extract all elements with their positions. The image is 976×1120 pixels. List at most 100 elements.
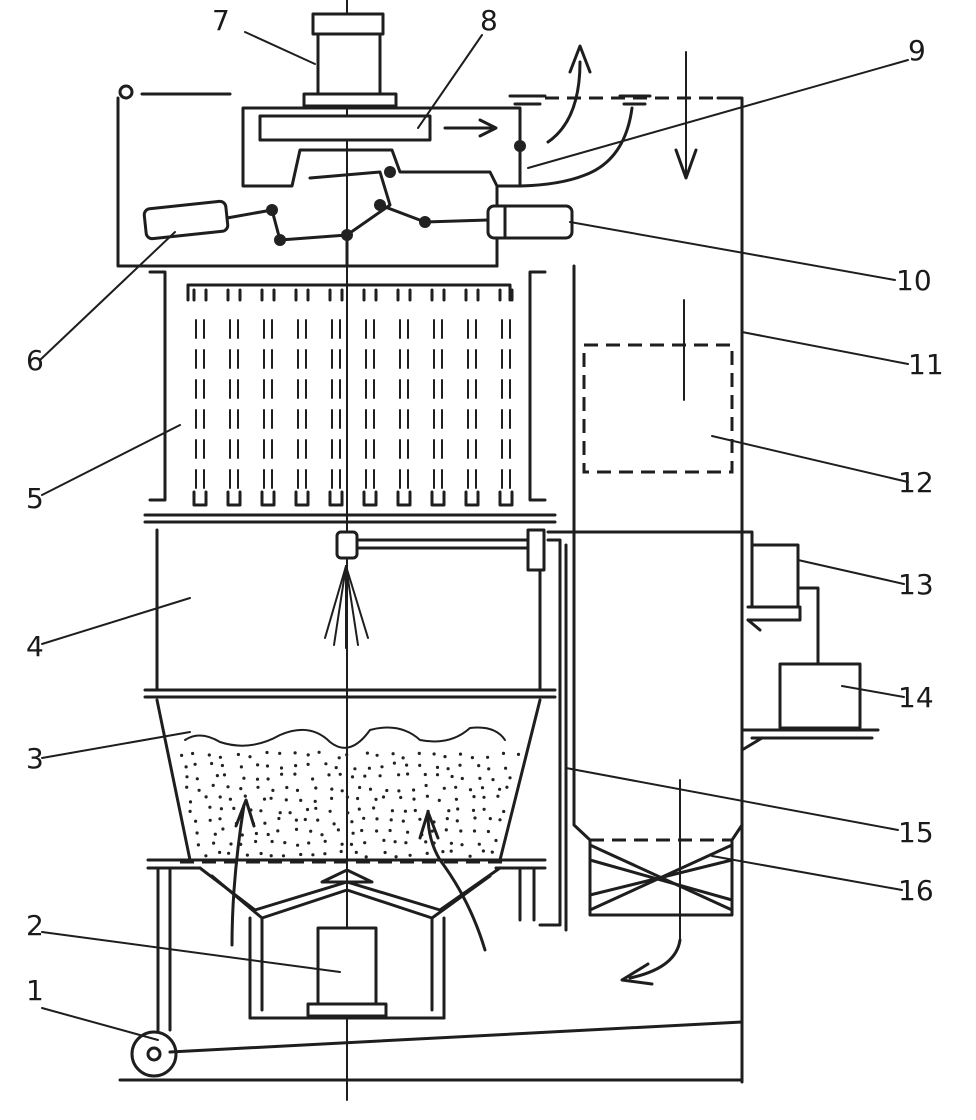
bed-particle: [323, 839, 327, 843]
bed-particle: [494, 838, 498, 843]
bed-particle: [218, 817, 222, 821]
bed-particle: [195, 777, 199, 781]
bed-particle: [306, 762, 310, 767]
bed-particle: [417, 751, 421, 756]
filter-bag-segment: [501, 409, 511, 429]
bed-particle: [236, 752, 240, 757]
filter-bags: [192, 288, 514, 507]
filter-bag-top: [294, 288, 310, 302]
bed-particle: [458, 763, 462, 767]
exhaust-arrows: [518, 44, 698, 188]
bed-particle: [210, 761, 214, 766]
filter-bag-segment: [263, 379, 273, 399]
base-assembly: [118, 858, 744, 1082]
bed-particle: [375, 829, 379, 833]
bed-particle: [351, 831, 355, 835]
filter-bag-segment: [229, 439, 239, 459]
cyclone-12: [582, 299, 734, 474]
bed-particle: [357, 807, 361, 811]
bed-particle: [354, 850, 358, 855]
filter-bag-segment: [399, 409, 409, 429]
bed-particle: [262, 797, 267, 801]
bed-particle: [254, 839, 258, 844]
bed-particle: [277, 816, 281, 821]
bed-particle: [381, 795, 386, 799]
bed-particle: [516, 752, 521, 757]
filter-bag-segment: [365, 319, 375, 339]
bed-particle: [188, 809, 192, 814]
filter-bag-segment: [365, 349, 375, 369]
bed-particle: [271, 788, 275, 793]
filter-bag-segment: [195, 469, 205, 489]
filter-bag-segment: [331, 319, 341, 339]
bed-particle: [283, 841, 287, 845]
filter-bag-bottom: [328, 490, 344, 507]
bed-particle: [276, 829, 280, 833]
bed-particle: [208, 818, 212, 822]
bed-particle: [299, 852, 303, 857]
bed-particle: [280, 772, 284, 776]
bed-particle: [360, 828, 364, 833]
bed-particle: [240, 833, 244, 837]
bed-particle: [401, 756, 405, 760]
label-1: 1: [26, 974, 44, 1007]
filter-bag-segment: [195, 349, 205, 369]
bed-particle: [437, 798, 441, 803]
tank: [740, 662, 880, 752]
bed-particle: [454, 785, 458, 789]
filter-bag-segment: [365, 469, 375, 489]
bed-particle: [254, 831, 258, 836]
bed-particle: [255, 777, 260, 781]
bed-particle: [185, 775, 189, 779]
spray-lines: [324, 565, 369, 649]
bed-particle: [380, 765, 384, 769]
filter-bag-segment: [297, 379, 307, 399]
bed-particle: [215, 774, 219, 778]
bed-particle: [269, 854, 273, 858]
bed-particle: [311, 777, 315, 781]
bed-particle: [346, 811, 350, 815]
filter-bag-segment: [365, 439, 375, 459]
bed-particle: [185, 785, 189, 789]
bed-particle: [296, 843, 300, 847]
filter-bag-segment: [331, 469, 341, 489]
filter-bag-segment: [501, 319, 511, 339]
bed-particle: [328, 809, 332, 813]
filter-bag-segment: [501, 469, 511, 489]
bed-particle: [498, 787, 502, 791]
bed-particle: [266, 832, 270, 837]
filter-bag-segment: [263, 349, 273, 369]
bed-particle: [425, 851, 429, 856]
filter-bag-top: [260, 288, 276, 302]
label-14: 14: [898, 681, 934, 714]
bed-particle: [204, 854, 208, 858]
bed-particle: [229, 842, 233, 846]
bed-particle: [350, 775, 355, 779]
bed-particle: [232, 806, 236, 811]
label-12: 12: [898, 466, 934, 499]
bed-particle: [281, 854, 286, 858]
bed-particle: [424, 783, 428, 788]
filter-bag-segment: [195, 319, 205, 339]
filter-bag-segment: [229, 379, 239, 399]
top-motor: [302, 12, 398, 108]
bed-particle: [227, 851, 231, 855]
bed-particle: [488, 817, 492, 821]
filter-bag-segment: [263, 319, 273, 339]
bed-particle: [311, 853, 315, 857]
filter-bag-top: [192, 288, 208, 302]
bed-particle: [332, 822, 336, 826]
label-4: 4: [26, 630, 44, 663]
filter-bag-segment: [433, 469, 443, 489]
filter-bag-segment: [297, 469, 307, 489]
bed-particle: [313, 799, 317, 804]
filter-bag-segment: [263, 469, 273, 489]
bed-particle: [406, 772, 410, 776]
filter-bag-top: [430, 288, 446, 302]
bed-particle: [285, 785, 289, 790]
bed-particle: [337, 756, 341, 760]
bed-particle: [218, 850, 222, 855]
bed-particle: [197, 788, 201, 792]
bed-particle: [446, 767, 450, 771]
